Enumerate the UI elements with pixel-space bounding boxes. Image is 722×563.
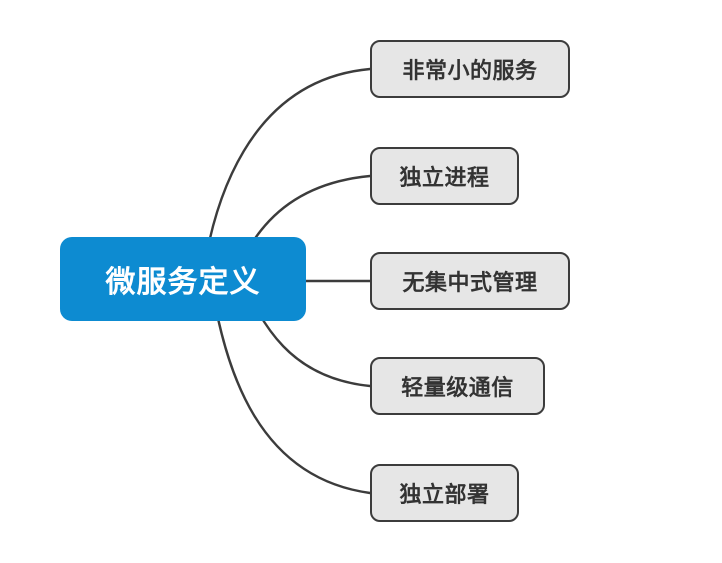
branch-node-label: 非常小的服务	[402, 58, 538, 83]
branch-node-label: 无集中式管理	[402, 270, 538, 295]
branch-node-very-small-service[interactable]: 非常小的服务	[370, 40, 570, 98]
branch-node-no-centralized-management[interactable]: 无集中式管理	[370, 252, 570, 310]
branch-node-label: 独立部署	[399, 482, 490, 507]
root-node[interactable]: 微服务定义	[60, 237, 306, 321]
branch-node-label: 独立进程	[399, 165, 490, 190]
branch-node-independent-deployment[interactable]: 独立部署	[370, 464, 519, 522]
branch-node-independent-process[interactable]: 独立进程	[370, 147, 519, 205]
root-node-label: 微服务定义	[105, 266, 261, 299]
branch-node-lightweight-communication[interactable]: 轻量级通信	[370, 357, 545, 415]
branch-node-label: 轻量级通信	[401, 375, 514, 400]
